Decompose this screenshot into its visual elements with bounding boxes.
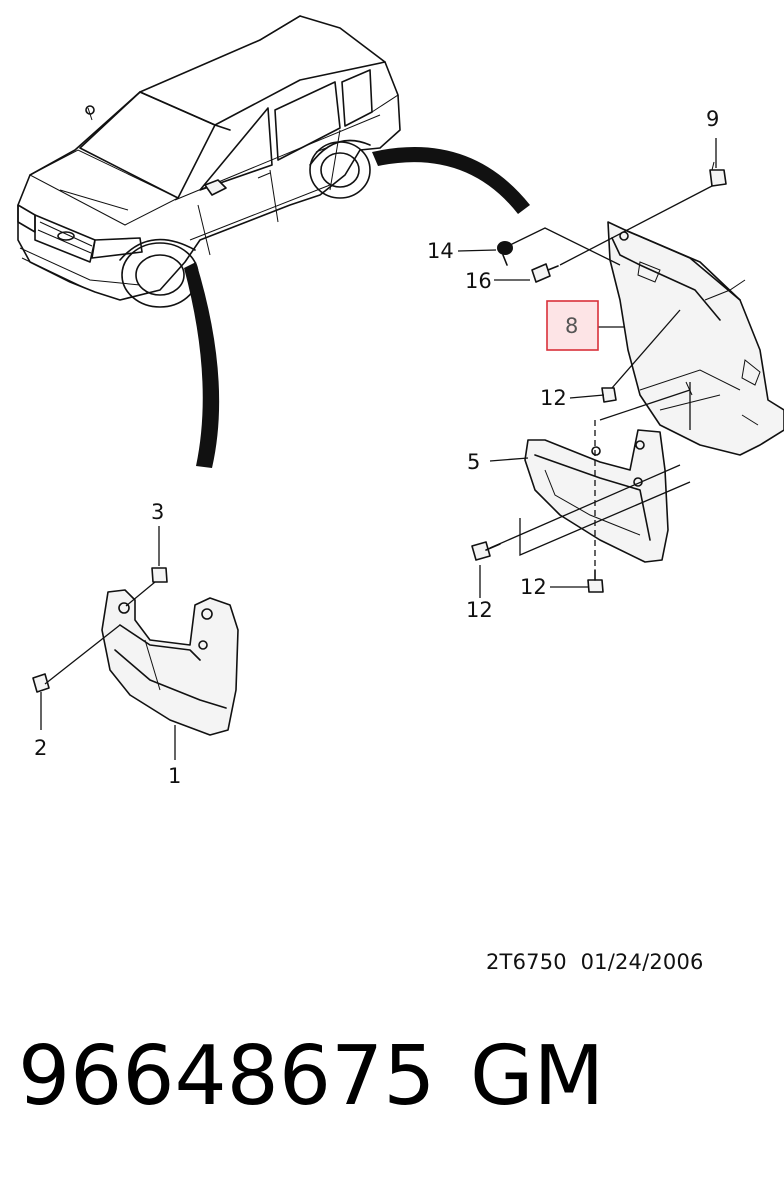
part-number: 96648675 bbox=[18, 1029, 436, 1124]
leader-lines-left bbox=[40, 526, 176, 760]
screw-part-2 bbox=[32, 673, 50, 693]
callout-12-bottom[interactable]: 12 bbox=[520, 575, 547, 599]
callout-12-upper[interactable]: 12 bbox=[540, 386, 567, 410]
callout-5[interactable]: 5 bbox=[467, 450, 480, 474]
screw-part-12-upper bbox=[601, 387, 617, 403]
callout-8[interactable]: 8 bbox=[565, 314, 578, 338]
callout-2[interactable]: 2 bbox=[34, 736, 47, 760]
fastener-part-3 bbox=[151, 567, 168, 583]
callout-1[interactable]: 1 bbox=[168, 764, 181, 788]
clip-part-14 bbox=[497, 241, 513, 266]
highlight-box-part-8 bbox=[546, 300, 599, 351]
drawing-code-date: 2T6750 01/24/2006 bbox=[486, 950, 704, 974]
callout-14[interactable]: 14 bbox=[427, 239, 454, 263]
wheel-liner-part-8 bbox=[607, 221, 784, 456]
screw-part-12-bottom bbox=[587, 569, 604, 593]
callout-9[interactable]: 9 bbox=[706, 107, 719, 131]
screw-part-16 bbox=[531, 263, 559, 283]
callout-16[interactable]: 16 bbox=[465, 269, 492, 293]
front-pointer-arc bbox=[184, 262, 220, 468]
mud-flap-part-5 bbox=[524, 429, 669, 563]
leader-lines-right bbox=[457, 138, 717, 598]
fastener-part-9 bbox=[709, 161, 727, 187]
callout-3[interactable]: 3 bbox=[151, 500, 164, 524]
mud-flap-part-1 bbox=[101, 589, 239, 736]
brand-label: GM bbox=[470, 1029, 605, 1124]
rear-pointer-arc bbox=[372, 147, 530, 214]
car-illustration bbox=[17, 15, 401, 308]
callout-12-left[interactable]: 12 bbox=[466, 598, 493, 622]
screw-part-12-left bbox=[471, 541, 501, 561]
